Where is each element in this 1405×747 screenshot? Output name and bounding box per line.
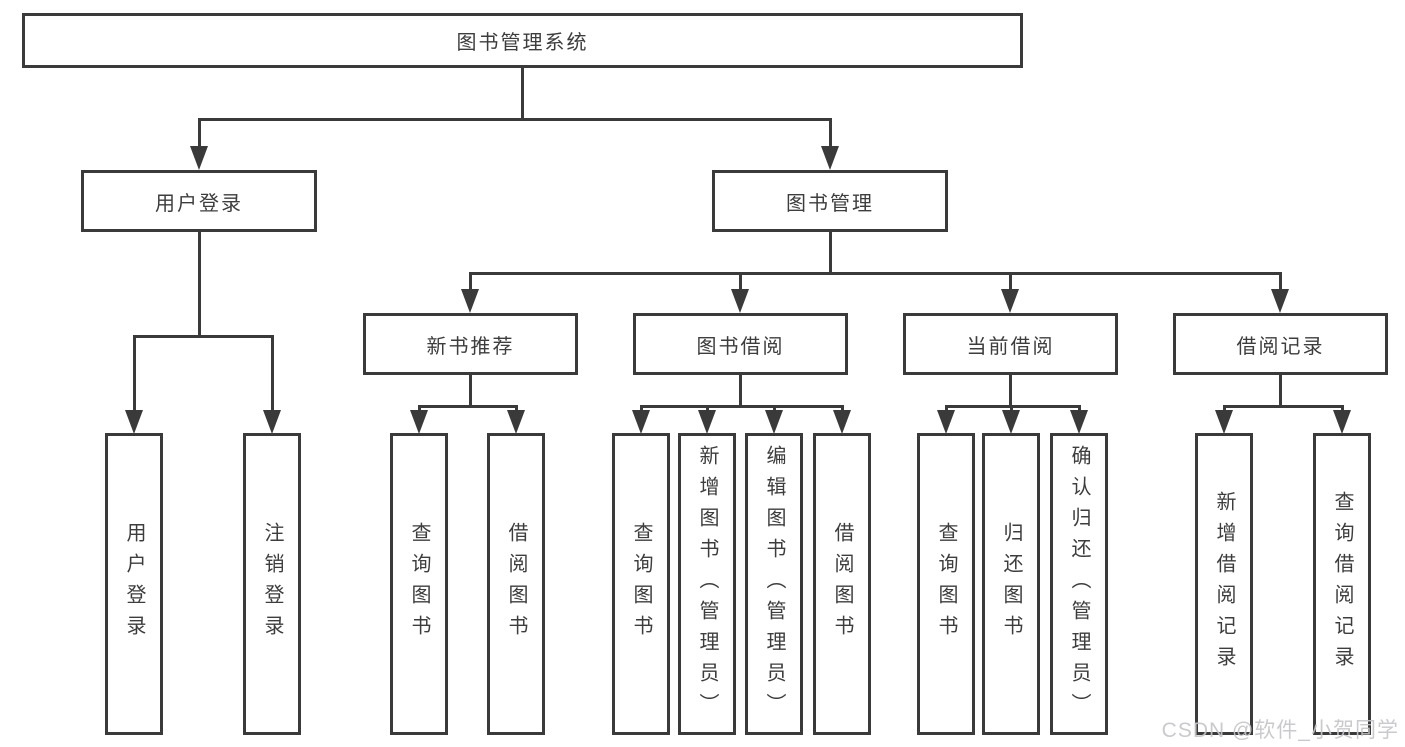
connector-vline — [829, 118, 832, 149]
connector-vline — [1223, 405, 1226, 414]
arrow-down-icon — [263, 410, 281, 434]
node-leaf-return-book: 归还图书 — [982, 433, 1040, 735]
node-label: 查询借阅记录 — [1331, 491, 1353, 677]
node-borrow-record: 借阅记录 — [1173, 313, 1388, 375]
connector-vline — [945, 405, 948, 414]
arrow-down-icon — [1215, 410, 1233, 434]
node-leaf-edit-book-admin: 编辑图书（管理员） — [745, 433, 803, 735]
arrow-down-icon — [937, 410, 955, 434]
node-label: 编辑图书（管理员） — [763, 444, 785, 724]
connector-vline — [469, 272, 472, 292]
node-label: 确认归还（管理员） — [1068, 444, 1090, 724]
connector-vline — [739, 272, 742, 292]
connector-vline — [640, 405, 643, 414]
node-label: 新增借阅记录 — [1213, 491, 1235, 677]
node-label: 用户登录 — [123, 522, 145, 646]
node-leaf-search-book-recommend: 查询图书 — [390, 433, 448, 735]
connector-vline — [198, 118, 201, 149]
connector-vline — [773, 405, 776, 414]
node-label: 查询图书 — [408, 522, 430, 646]
arrow-down-icon — [1271, 289, 1289, 313]
node-root: 图书管理系统 — [22, 13, 1023, 68]
arrow-down-icon — [833, 410, 851, 434]
node-label: 借阅记录 — [1236, 335, 1325, 358]
connector-vline — [1279, 373, 1282, 407]
node-leaf-borrow-book: 借阅图书 — [813, 433, 871, 735]
node-leaf-user-login: 用户登录 — [105, 433, 163, 735]
node-label: 查询图书 — [935, 522, 957, 646]
arrow-down-icon — [461, 289, 479, 313]
node-label: 用户登录 — [155, 192, 243, 215]
arrow-down-icon — [765, 410, 783, 434]
connector-vline — [841, 405, 844, 414]
node-leaf-logout: 注销登录 — [243, 433, 301, 735]
connector-hline — [945, 405, 1081, 408]
node-leaf-search-book-current: 查询图书 — [917, 433, 975, 735]
connector-hline — [418, 405, 518, 408]
arrow-down-icon — [698, 410, 716, 434]
arrow-down-icon — [731, 289, 749, 313]
node-book-management: 图书管理 — [712, 170, 948, 232]
connector-hline — [133, 335, 274, 338]
connector-vline — [271, 335, 274, 413]
connector-vline — [739, 373, 742, 407]
node-label: 当前借阅 — [966, 335, 1055, 358]
node-label: 新增图书（管理员） — [696, 444, 718, 724]
node-label: 新书推荐 — [426, 335, 515, 358]
node-label: 注销登录 — [261, 522, 283, 646]
connector-vline — [521, 66, 524, 120]
connector-hline — [1223, 405, 1344, 408]
connector-vline — [198, 230, 201, 337]
node-book-borrow: 图书借阅 — [633, 313, 848, 375]
node-leaf-add-book-admin: 新增图书（管理员） — [678, 433, 736, 735]
node-leaf-confirm-return-admin: 确认归还（管理员） — [1050, 433, 1108, 735]
connector-vline — [515, 405, 518, 414]
node-user-login: 用户登录 — [81, 170, 317, 232]
connector-vline — [1010, 405, 1013, 414]
arrow-down-icon — [1002, 410, 1020, 434]
connector-vline — [1009, 373, 1012, 407]
connector-vline — [1078, 405, 1081, 414]
connector-vline — [469, 373, 472, 407]
node-label: 查询图书 — [630, 522, 652, 646]
node-label: 借阅图书 — [505, 522, 527, 646]
arrow-down-icon — [1070, 410, 1088, 434]
arrow-down-icon — [1001, 289, 1019, 313]
node-current-borrow: 当前借阅 — [903, 313, 1118, 375]
connector-hline — [198, 118, 832, 121]
connector-hline — [469, 272, 1282, 275]
arrow-down-icon — [1333, 410, 1351, 434]
arrow-down-icon — [821, 146, 839, 170]
node-label: 图书管理系统 — [456, 32, 589, 54]
node-label: 图书借阅 — [696, 335, 785, 358]
arrow-down-icon — [507, 410, 525, 434]
connector-vline — [706, 405, 709, 414]
arrow-down-icon — [125, 410, 143, 434]
node-leaf-search-book-borrow: 查询图书 — [612, 433, 670, 735]
connector-hline — [640, 405, 843, 408]
node-leaf-search-borrow-record: 查询借阅记录 — [1313, 433, 1371, 735]
node-label: 归还图书 — [1000, 522, 1022, 646]
arrow-down-icon — [632, 410, 650, 434]
node-label: 图书管理 — [786, 192, 874, 215]
watermark: CSDN @软件_小贺同学 — [1161, 719, 1399, 742]
connector-vline — [1341, 405, 1344, 414]
node-leaf-add-borrow-record: 新增借阅记录 — [1195, 433, 1253, 735]
node-leaf-borrow-book-recommend: 借阅图书 — [487, 433, 545, 735]
connector-vline — [1279, 272, 1282, 292]
node-label: 借阅图书 — [831, 522, 853, 646]
connector-vline — [829, 230, 832, 274]
arrow-down-icon — [190, 146, 208, 170]
node-new-book-recommend: 新书推荐 — [363, 313, 578, 375]
arrow-down-icon — [410, 410, 428, 434]
connector-vline — [418, 405, 421, 414]
connector-vline — [1009, 272, 1012, 292]
connector-vline — [133, 335, 136, 413]
